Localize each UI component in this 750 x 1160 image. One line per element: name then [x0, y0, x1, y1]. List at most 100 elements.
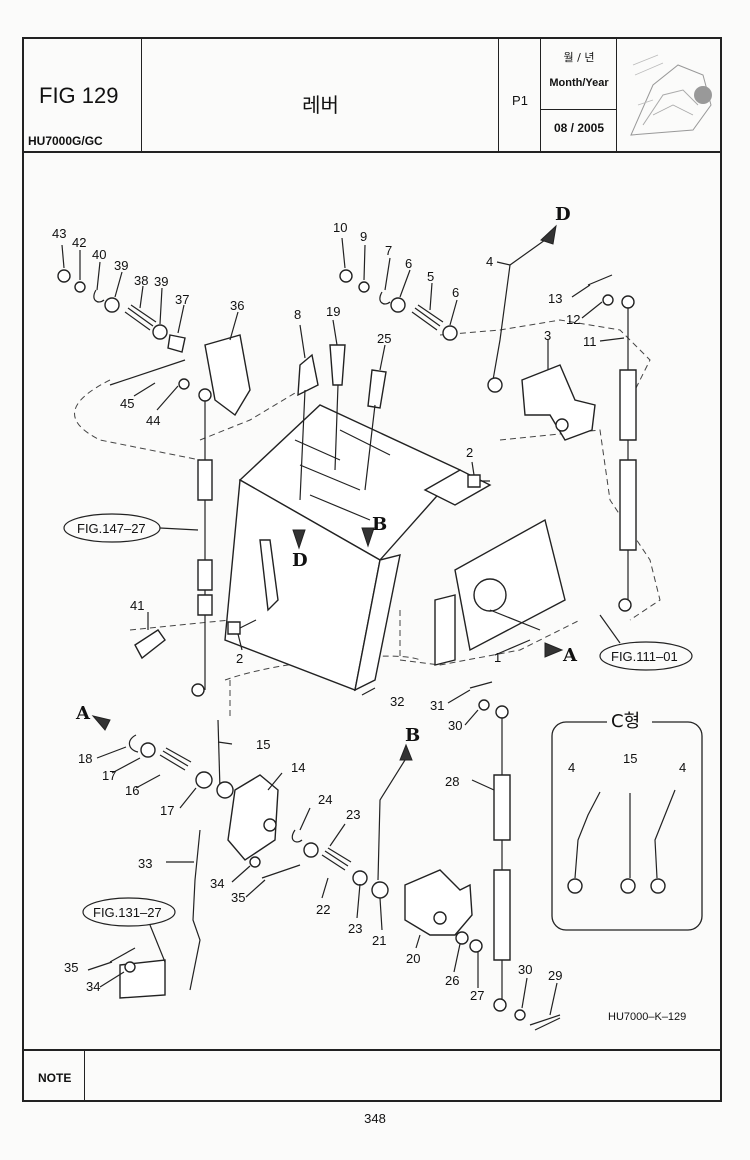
rod-33 — [189, 829, 201, 991]
callout-10: 10 — [333, 220, 347, 235]
bracket-3 — [521, 364, 596, 441]
shaft — [489, 609, 541, 631]
washer-30a — [478, 699, 490, 711]
washer-17a — [140, 742, 156, 758]
collar-37 — [167, 334, 186, 353]
callout-3: 3 — [544, 328, 551, 343]
callout-5: 5 — [427, 269, 434, 284]
washer-23a — [303, 842, 319, 858]
callout-32: 32 — [390, 694, 404, 709]
callout-30: 30 — [518, 962, 532, 977]
cable-adjuster — [619, 369, 637, 441]
cable-eye — [621, 295, 635, 309]
c-type-eye — [620, 878, 636, 894]
callout-23: 23 — [346, 807, 360, 822]
c-type-eye — [567, 878, 583, 894]
clip-40 — [93, 289, 105, 303]
callout-9: 9 — [360, 229, 367, 244]
bracket-slot — [259, 539, 279, 612]
arrow-d-mid-icon — [292, 529, 306, 550]
washer-17b — [195, 771, 213, 789]
callout-17: 17 — [160, 803, 174, 818]
bracket-20-hole — [433, 911, 447, 925]
guide-line — [439, 319, 651, 401]
spring-5 — [411, 304, 444, 331]
model-code: HU7000G/GC — [28, 134, 103, 148]
callout-16: 16 — [125, 783, 139, 798]
rod-15 — [217, 719, 221, 791]
rod-turnbuckle — [197, 459, 213, 501]
callout-38: 38 — [134, 273, 148, 288]
cable-28-adjuster — [493, 774, 511, 841]
note-row: NOTE — [24, 1049, 720, 1102]
c-type-title-mask — [607, 710, 652, 732]
guide-line — [199, 389, 301, 441]
callout-39: 39 — [114, 258, 128, 273]
washer-30b — [514, 1009, 526, 1021]
callout-8: 8 — [294, 307, 301, 322]
rod-turnbuckle — [197, 594, 213, 616]
spring-22 — [321, 847, 352, 871]
washer-12 — [602, 294, 614, 306]
part-name-cell: 레버 — [142, 39, 499, 151]
washer-44 — [178, 378, 190, 390]
rod-21 — [377, 759, 406, 881]
callout-2: 2 — [236, 651, 243, 666]
rod-15-eye — [216, 781, 234, 799]
callout-45: 45 — [120, 396, 134, 411]
washer-6a — [390, 297, 406, 313]
leader-line — [149, 924, 166, 963]
bracket-20 — [404, 869, 473, 936]
arrow-a-right-icon — [544, 642, 564, 658]
callout-37: 37 — [175, 292, 189, 307]
arrow-label-b: B — [372, 514, 387, 535]
c-type-label-15: 15 — [623, 751, 637, 766]
callout-24: 24 — [318, 792, 332, 807]
callout-34: 34 — [86, 979, 100, 994]
arrow-label-b: B — [405, 725, 420, 746]
rod-4 — [492, 239, 546, 381]
callout-18: 18 — [78, 751, 92, 766]
page-number: 348 — [364, 1111, 386, 1126]
callout-44: 44 — [146, 413, 160, 428]
arrow-d-top-icon — [540, 224, 557, 245]
page-code: P1 — [512, 93, 528, 108]
bracket-hole — [555, 418, 569, 432]
leader-line — [159, 527, 199, 531]
callout-33: 33 — [138, 856, 152, 871]
thumbnail-cell — [617, 39, 720, 151]
washer-23b — [352, 870, 368, 886]
callout-22: 22 — [316, 902, 330, 917]
callout-43: 43 — [52, 226, 66, 241]
ring-43 — [57, 269, 71, 283]
date-cell: 월 / 년 Month/Year 08 / 2005 — [541, 39, 617, 151]
bracket-14 — [227, 774, 279, 861]
callout-1: 1 — [494, 650, 501, 665]
callout-27: 27 — [470, 988, 484, 1003]
cable-eye — [618, 598, 632, 612]
arrow-label-a: A — [562, 645, 578, 666]
knob-41 — [134, 629, 166, 660]
mounting-plate-1 — [454, 518, 566, 652]
part-name: 레버 — [302, 93, 339, 117]
arrow-b-lower-icon — [399, 743, 413, 761]
callout-35: 35 — [64, 960, 78, 975]
gate-slots — [294, 429, 391, 521]
washer-26 — [455, 931, 469, 945]
c-type-eye — [650, 878, 666, 894]
ref-fig-131: FIG.131–27 — [93, 905, 162, 920]
bracket-side — [354, 554, 401, 692]
c-type-title: C형 — [611, 711, 640, 732]
c-type-label-4: 4 — [679, 760, 686, 775]
callout-29: 29 — [548, 968, 562, 983]
callout-39: 39 — [154, 274, 168, 289]
pin-35a — [261, 864, 301, 879]
drawing-code: HU7000–K–129 — [608, 1011, 686, 1023]
lever-shafts — [299, 384, 376, 501]
pin-45 — [109, 359, 186, 386]
page-code-cell: P1 — [499, 39, 541, 151]
callout-25: 25 — [377, 331, 391, 346]
callout-14: 14 — [291, 760, 305, 775]
arrow-a-left-icon — [91, 715, 111, 731]
figure-title: FIG 129 — [39, 83, 119, 108]
